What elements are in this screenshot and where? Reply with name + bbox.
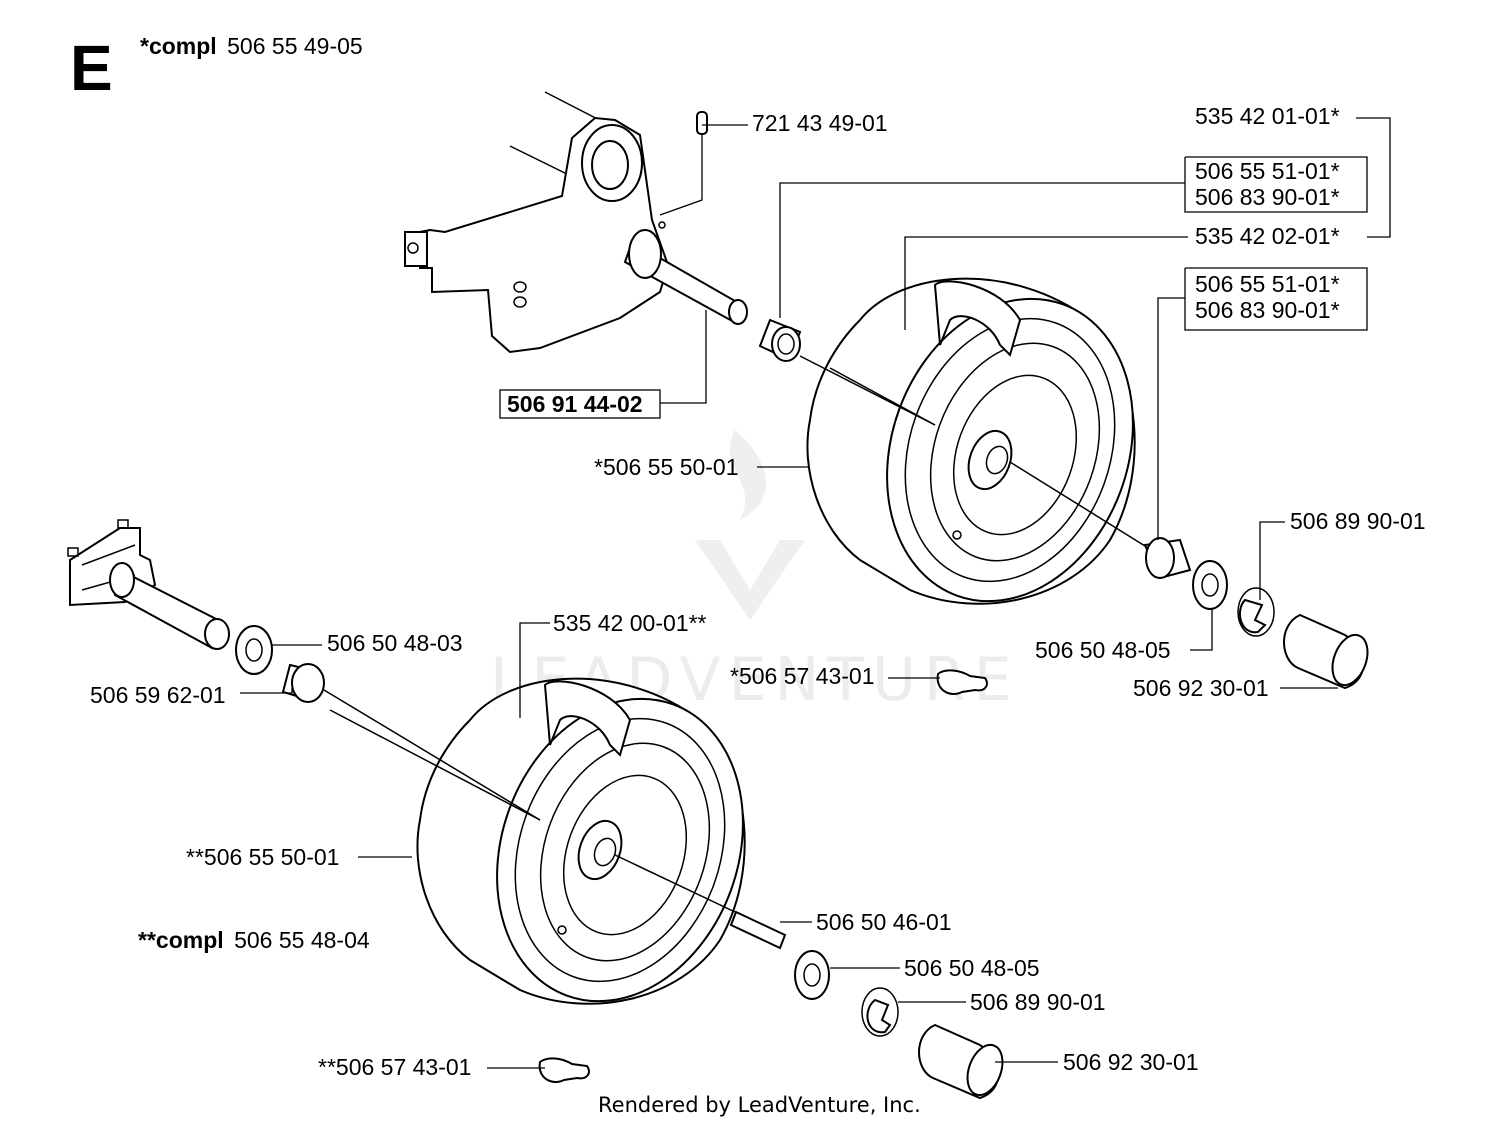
label-bushing-b-2: 506 83 90-01* <box>1195 297 1340 323</box>
v-watermark-icon <box>695 540 805 620</box>
lower-washer <box>235 625 273 675</box>
upper-pin <box>696 111 708 135</box>
assembly-note-bottom: **compl 506 55 48-04 <box>138 927 370 953</box>
flame-watermark-icon <box>729 430 766 520</box>
label-spacer-left: 506 59 62-01 <box>90 682 226 708</box>
label-washer-top: 506 50 48-05 <box>1035 637 1171 663</box>
label-bushing-b-1: 506 55 51-01* <box>1195 271 1340 297</box>
label-valve-top: *506 57 43-01 <box>730 663 875 689</box>
label-tire-bottom: 535 42 00-01** <box>553 610 707 636</box>
label-bushing-a-1: 506 55 51-01* <box>1195 158 1340 184</box>
label-clip-top-ring: 506 89 90-01 <box>1290 508 1426 534</box>
upper-bushing-a <box>758 318 802 362</box>
section-letter: E <box>70 32 113 104</box>
label-wheel-bottom: **506 55 50-01 <box>186 844 339 870</box>
label-kit-top: 535 42 01-01* <box>1195 103 1340 129</box>
lower-axle <box>109 562 230 650</box>
credit-line: Rendered by LeadVenture, Inc. <box>598 1093 921 1117</box>
lower-wheel <box>323 677 746 1005</box>
label-valve-bottom: **506 57 43-01 <box>318 1054 471 1080</box>
assembly-note-top: *compl 506 55 49-05 <box>140 33 363 59</box>
upper-axle <box>623 221 748 325</box>
label-washer-left: 506 50 48-03 <box>327 630 463 656</box>
label-cap-bottom: 506 92 30-01 <box>1063 1049 1199 1075</box>
assembly-top-number: 506 55 49-05 <box>227 33 363 59</box>
label-bushing-a-2: 506 83 90-01* <box>1195 184 1340 210</box>
upper-valve <box>936 669 988 695</box>
axle-top-label-box <box>499 389 661 419</box>
label-washer-bottom: 506 50 48-05 <box>904 955 1040 981</box>
assembly-bottom-prefix: **compl <box>138 927 224 953</box>
assembly-bottom-number: 506 55 48-04 <box>234 927 370 953</box>
upper-wheel <box>799 277 1136 605</box>
label-wheel-top: *506 55 50-01 <box>594 454 739 480</box>
lower-valve <box>538 1057 590 1083</box>
lower-hub-parts <box>614 854 1004 1100</box>
lower-spacer <box>281 663 325 703</box>
leader-lines <box>240 117 1391 1069</box>
label-cap-top: 506 92 30-01 <box>1133 675 1269 701</box>
label-key-bottom: 506 50 46-01 <box>816 909 952 935</box>
upper-hub-parts <box>1009 461 1369 690</box>
label-tire-top: 535 42 02-01* <box>1195 223 1340 249</box>
label-clip-bottom: 506 89 90-01 <box>970 989 1106 1015</box>
label-axle-top: 506 91 44-02 <box>507 391 643 417</box>
assembly-top-prefix: *compl <box>140 33 217 59</box>
part-labels: 721 43 49-01 535 42 01-01* 506 55 51-01*… <box>90 103 1426 1080</box>
label-pin: 721 43 49-01 <box>752 110 888 136</box>
upper-bracket <box>404 91 670 354</box>
